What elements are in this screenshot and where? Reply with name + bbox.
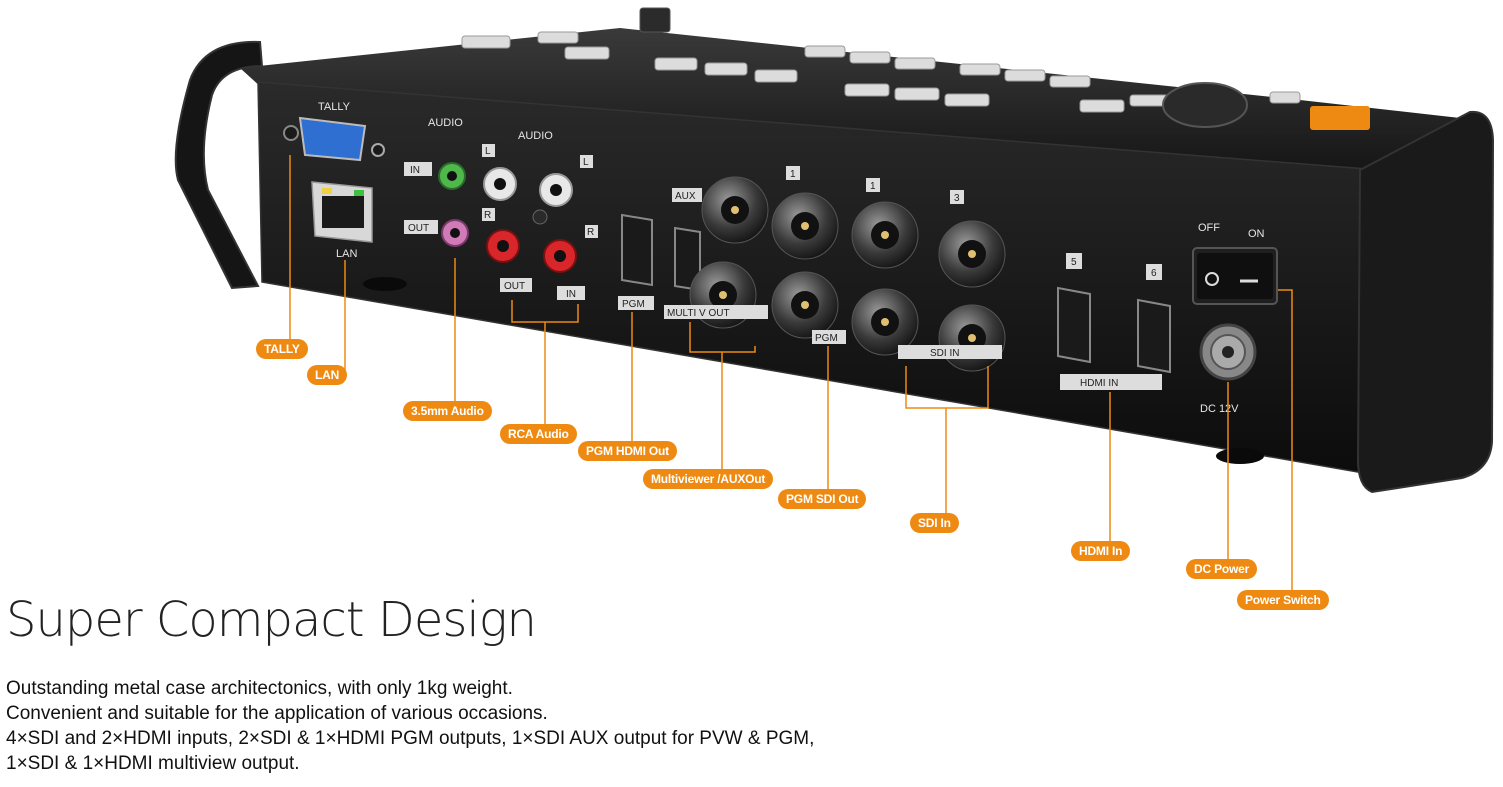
callout-sdi-in: SDI In <box>910 513 959 533</box>
rca-l1-label: L <box>485 146 491 157</box>
orange-buttons <box>1310 106 1370 130</box>
callout-hdmi-in: HDMI In <box>1071 541 1131 561</box>
carry-handle <box>174 40 264 290</box>
pgm-hdmi-port <box>621 213 653 287</box>
rca-l2-label: L <box>583 157 589 168</box>
hdmi-in-port-5 <box>1057 286 1091 364</box>
right-end-cap <box>1356 110 1495 494</box>
bnc-number-3: 3 <box>954 193 960 204</box>
hdmi-in-port-6 <box>1137 298 1171 374</box>
description-line: Outstanding metal case architectonics, w… <box>6 678 513 699</box>
description: Outstanding metal case architectonics, w… <box>6 676 814 776</box>
foot <box>363 277 407 291</box>
callout-pgm-hdmi-out: PGM HDMI Out <box>578 441 677 461</box>
callout-dc-power: DC Power <box>1186 559 1258 579</box>
rca-r2-label: R <box>587 227 594 238</box>
hdmi-in-label: HDMI IN <box>1080 378 1118 389</box>
headline: Super Compact Design <box>6 592 537 648</box>
jog-wheel <box>1162 82 1248 128</box>
vga-port <box>298 116 367 162</box>
hdmi-number-6: 6 <box>1151 268 1157 279</box>
bnc-number-1b: 1 <box>870 181 876 192</box>
off-label: OFF <box>1198 222 1220 234</box>
control-buttons <box>461 31 1301 113</box>
tally-jack <box>283 125 299 141</box>
dc-label: DC 12V <box>1200 403 1239 415</box>
callout-rca-audio: RCA Audio <box>500 424 577 444</box>
leader-lines <box>289 155 1293 600</box>
description-line: Convenient and suitable for the applicat… <box>6 703 548 724</box>
device-top-surface <box>240 28 1460 170</box>
bnc-number-1a: 1 <box>790 169 796 180</box>
rca-out-label: OUT <box>504 281 525 292</box>
pgm-hdmi-label: PGM <box>622 299 645 310</box>
video-switcher-photo: TALLY LAN AUDIO IN OUT AUDIO L L R R OUT… <box>174 7 1495 600</box>
callout-tally: TALLY <box>256 339 308 359</box>
audio-label-1: AUDIO <box>428 117 463 129</box>
audio-in-label: IN <box>410 165 420 176</box>
sdi-in-label: SDI IN <box>930 348 959 359</box>
on-label: ON <box>1248 228 1265 240</box>
tally-panel-label: TALLY <box>318 101 351 113</box>
pgm-sdi-label: PGM <box>815 333 838 344</box>
lan-panel-label: LAN <box>336 248 357 260</box>
callout-multiviewer-aux-out: Multiviewer /AUXOut <box>643 469 774 489</box>
t-bar-lever <box>639 7 671 33</box>
audio-out-label: OUT <box>408 223 429 234</box>
foot <box>1216 448 1264 464</box>
bnc-connectors <box>689 176 1006 372</box>
hdmi-number-5: 5 <box>1071 257 1077 268</box>
rca-in-label: IN <box>566 289 576 300</box>
callout-pgm-sdi-out: PGM SDI Out <box>778 489 867 509</box>
callout-power-switch: Power Switch <box>1237 590 1329 610</box>
aux-label: AUX <box>675 191 696 202</box>
description-line: 4×SDI and 2×HDMI inputs, 2×SDI & 1×HDMI … <box>6 728 815 749</box>
audio-label-2: AUDIO <box>518 130 553 142</box>
multi-out-label: MULTI V OUT <box>667 308 730 319</box>
callout-3-5mm-audio: 3.5mm Audio <box>403 401 492 421</box>
rca-r1-label: R <box>484 210 491 221</box>
description-line: 1×SDI & 1×HDMI multiview output. <box>6 753 300 774</box>
callout-lan: LAN <box>307 365 348 385</box>
